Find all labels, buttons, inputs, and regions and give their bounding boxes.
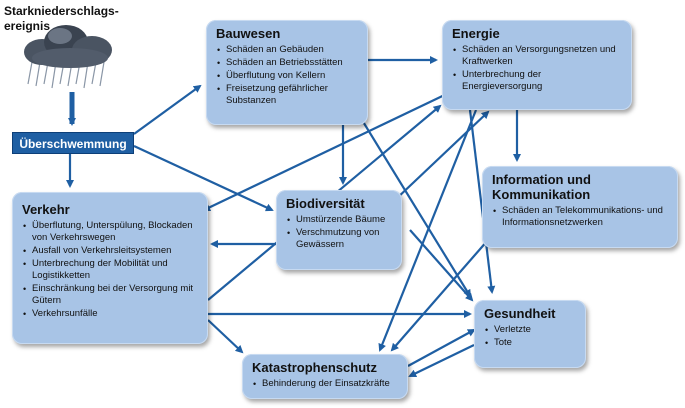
arrow-information-katastrophenschutz: [390, 239, 489, 352]
box-title: Katastrophenschutz: [252, 360, 377, 375]
list-item: Behinderung der Einsatzkräfte: [252, 378, 398, 390]
arrow-energie-katastrophenschutz: [378, 109, 478, 352]
event-title: Starkniederschlags-ereignis: [4, 4, 119, 33]
list-item: Schäden an Gebäuden: [216, 44, 358, 56]
list-item: Umstürzende Bäume: [286, 214, 392, 226]
box-biodiversitaet: Biodiversität Umstürzende Bäume Verschmu…: [276, 190, 402, 270]
arrow-flood-bauwesen: [133, 84, 202, 135]
arrow-biodiversitaet-energie: [394, 110, 490, 201]
box-gesundheit: Gesundheit Verletzte Tote: [474, 300, 586, 368]
arrow-energie-gesundheit: [468, 109, 496, 294]
list-item: Schäden an Versorgungsnetzen und Kraftwe…: [452, 44, 622, 68]
list-item: Überflutung von Kellern: [216, 70, 358, 82]
arrow-verkehr-katastrophenschutz: [207, 319, 244, 354]
box-title: Information und Kommunikation: [492, 172, 591, 202]
arrow-katastrophenschutz-gesundheit: [407, 329, 476, 367]
arrow-flood-biodiversitaet: [133, 145, 274, 212]
list-item: Einschränkung bei der Versorgung mit Güt…: [22, 283, 198, 307]
arrow-biodiversitaet-gesundheit: [409, 229, 474, 302]
list-item: Ausfall von Verkehrsleitsystemen: [22, 245, 198, 257]
list-item: Freisetzung gefährlicher Substanzen: [216, 83, 358, 107]
box-katastrophenschutz: Katastrophenschutz Behinderung der Einsa…: [242, 354, 408, 399]
list-item: Unterbrechung der Energieversorgung: [452, 69, 622, 93]
box-title: Bauwesen: [216, 26, 281, 41]
list-item: Unterbrechung der Mobilität und Logistik…: [22, 258, 198, 282]
list-item: Verletzte: [484, 324, 576, 336]
box-title: Gesundheit: [484, 306, 556, 321]
box-energie: Energie Schäden an Versorgungsnetzen und…: [442, 20, 632, 110]
list-item: Schäden an Telekommunikations- und Infor…: [492, 205, 668, 229]
box-title: Verkehr: [22, 202, 70, 217]
arrow-gesundheit-katastrophenschutz: [408, 344, 475, 377]
box-title: Energie: [452, 26, 500, 41]
flood-banner: Überschwemmung: [12, 132, 134, 154]
box-information: Information und Kommunikation Schäden an…: [482, 166, 678, 248]
arrow-energie-verkehr: [202, 89, 456, 212]
list-item: Überflutung, Unterspülung, Blockaden von…: [22, 220, 198, 244]
box-verkehr: Verkehr Überflutung, Unterspülung, Block…: [12, 192, 208, 344]
list-item: Tote: [484, 337, 576, 349]
list-item: Schäden an Betriebsstätten: [216, 57, 358, 69]
list-item: Verschmutzung von Gewässern: [286, 227, 392, 251]
arrow-bauwesen-gesundheit: [361, 119, 472, 298]
list-item: Verkehrsunfälle: [22, 308, 198, 320]
rain-cloud-icon: [24, 25, 112, 89]
box-title: Biodiversität: [286, 196, 365, 211]
box-bauwesen: Bauwesen Schäden an Gebäuden Schäden an …: [206, 20, 368, 125]
